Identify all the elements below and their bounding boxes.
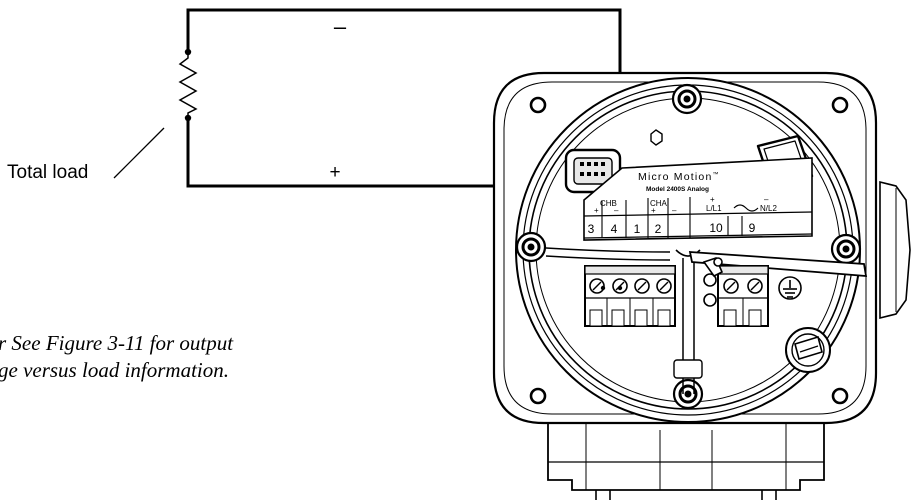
power-plus: +	[710, 195, 715, 204]
terminal-num-3: 3	[588, 222, 595, 236]
screw-right	[830, 233, 862, 265]
terminal-num-9: 9	[749, 221, 756, 235]
power-l-label: L/L1	[706, 204, 722, 213]
brand-text: Micro Motion™	[638, 171, 720, 183]
cable-clamp	[702, 257, 724, 307]
note-line-2: ge versus load information.	[0, 358, 229, 382]
screw-top	[671, 83, 703, 115]
terminal-num-1: 1	[634, 222, 641, 236]
minus-label: –	[334, 14, 347, 39]
screw-left	[515, 231, 547, 263]
cha-minus: –	[672, 206, 677, 215]
ground-icon	[778, 276, 802, 300]
bottom-slot	[673, 359, 703, 379]
note-line-1: r See Figure 3-11 for output	[0, 331, 234, 355]
terminal-num-2: 2	[655, 222, 662, 236]
positive-wire-entry	[600, 285, 606, 291]
corner-holes	[529, 96, 849, 405]
load-resistor	[178, 52, 198, 118]
cover-screws	[515, 83, 862, 410]
chb-label: CHB	[600, 199, 617, 208]
power-n-label: N/L2	[760, 204, 777, 213]
negative-wire-entry	[617, 285, 623, 291]
corner-hole-tr	[831, 96, 849, 114]
corner-hole-tl	[529, 96, 547, 114]
ac-wave-icon	[733, 204, 759, 212]
power-terminal-block	[717, 265, 769, 327]
resistor-terminal-bottom	[184, 114, 192, 122]
corner-hole-bl	[529, 387, 547, 405]
cha-label: CHA	[650, 199, 668, 208]
total-load-label: Total load	[7, 162, 88, 183]
terminal-num-4: 4	[611, 222, 618, 236]
chb-plus: +	[594, 206, 599, 215]
label-plate: Micro Motion™ Model 2400S Analog CHB + –…	[583, 157, 813, 241]
resistor-terminal-top	[184, 48, 192, 56]
total-load-leader	[113, 127, 165, 179]
corner-hole-br	[831, 387, 849, 405]
screw-bottom	[672, 378, 704, 410]
hex-plug	[650, 129, 663, 146]
cha-plus: +	[651, 206, 656, 215]
terminal-num-10: 10	[709, 221, 723, 235]
power-minus: –	[764, 195, 769, 204]
model-text: Model 2400S Analog	[646, 186, 709, 193]
cover-lever	[688, 251, 868, 277]
transmitter-housing	[492, 71, 911, 500]
plus-label: +	[329, 162, 340, 183]
output-terminal-block	[584, 265, 676, 327]
lower-mount	[547, 417, 825, 491]
adjustment-knob	[785, 327, 831, 373]
side-boss	[879, 180, 911, 320]
chb-minus: –	[614, 206, 619, 215]
